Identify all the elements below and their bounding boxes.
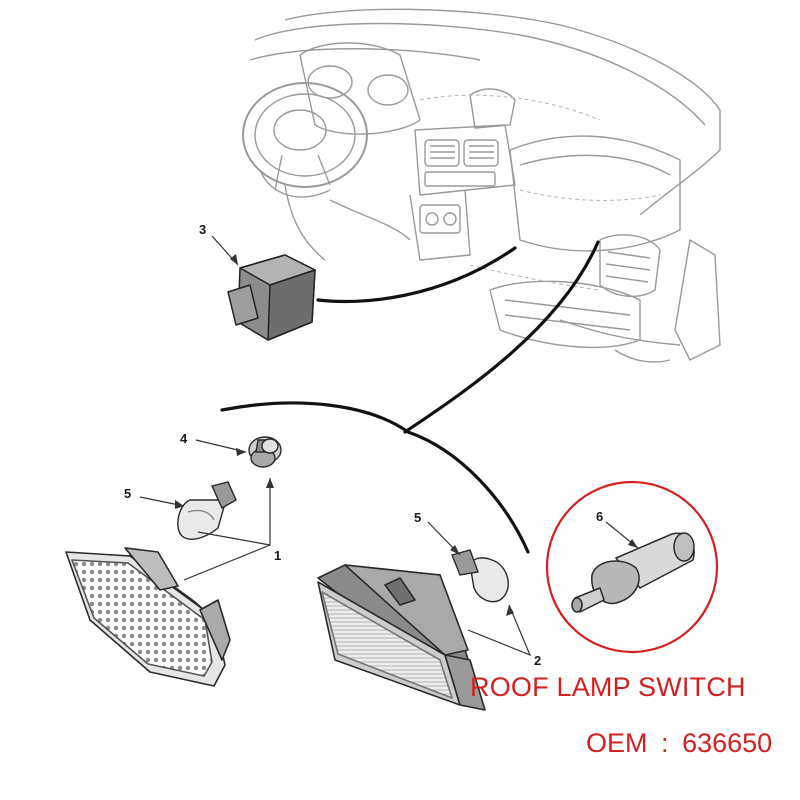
leader-arrowheads bbox=[175, 254, 638, 616]
oem-number: 636650 bbox=[682, 728, 773, 758]
dashboard-dashed-lines bbox=[419, 94, 661, 291]
wedge-bulb-right-part bbox=[451, 549, 509, 603]
left-lamp-housing bbox=[65, 547, 231, 687]
oem-number-line: OEM : 636650 bbox=[586, 728, 772, 759]
relay-module-part bbox=[227, 254, 316, 341]
dashboard-illustration bbox=[242, 8, 721, 363]
bulb-socket-part bbox=[248, 436, 282, 468]
callout-4: 4 bbox=[180, 431, 188, 446]
highlight-circle bbox=[545, 480, 719, 654]
callout-2: 2 bbox=[534, 653, 542, 668]
product-title: ROOF LAMP SWITCH bbox=[470, 672, 746, 702]
callout-5-left: 5 bbox=[124, 486, 132, 501]
callout-5-right: 5 bbox=[414, 510, 422, 525]
oem-label: OEM bbox=[586, 728, 648, 758]
roof-lamp-switch-part bbox=[571, 532, 695, 613]
oem-separator: : bbox=[661, 728, 669, 758]
wedge-bulb-left-part bbox=[177, 481, 237, 540]
callout-1: 1 bbox=[274, 548, 282, 563]
callout-6: 6 bbox=[596, 509, 604, 524]
callout-3: 3 bbox=[199, 222, 207, 237]
right-lamp-housing bbox=[317, 564, 486, 711]
wiring-harness bbox=[220, 240, 600, 554]
